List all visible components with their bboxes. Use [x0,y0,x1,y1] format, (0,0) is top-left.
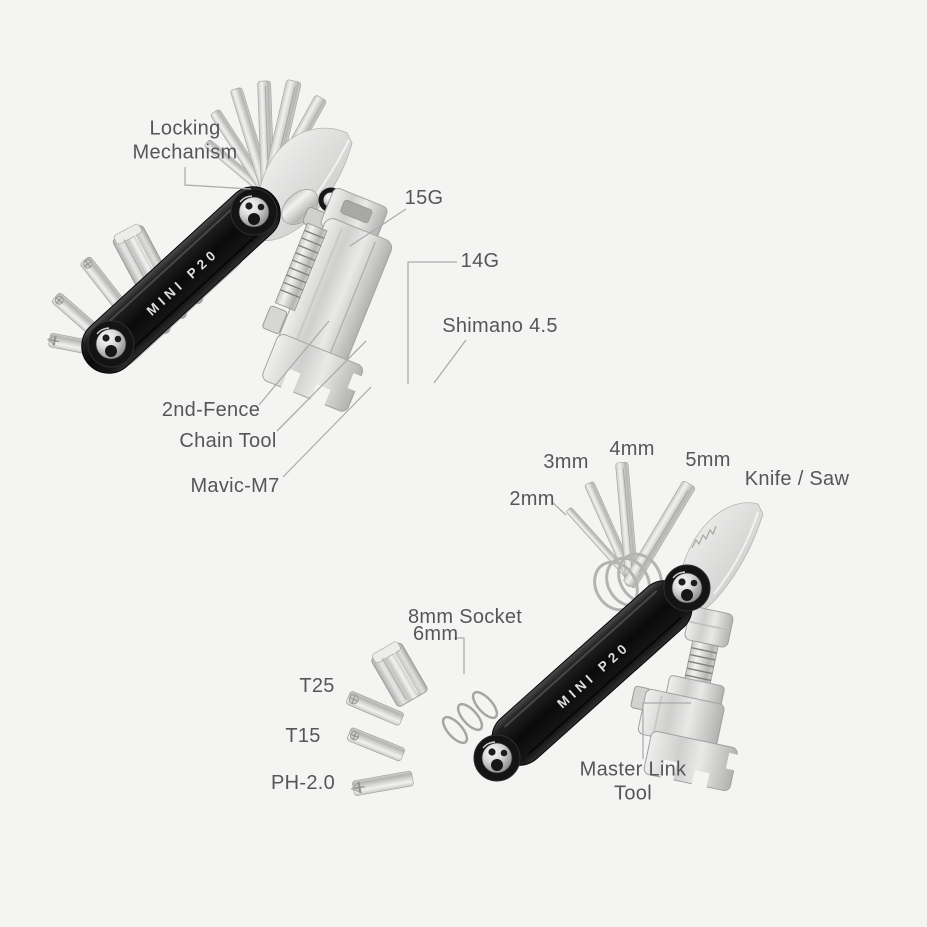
bit-t25 [346,691,404,726]
label-mavic-m7: Mavic-M7 [190,475,280,498]
leader-locking-mechanism [184,167,252,190]
label-14g: 14G [460,250,500,273]
multitool-top-view: MINI P20 [46,79,393,412]
bit-phillips [350,770,414,796]
second-fence-tab [262,305,288,334]
leader-master-link [642,702,691,759]
label-shimano: Shimano 4.5 [442,315,558,338]
leader-8mm-socket [454,637,465,674]
spoke-notch-14g [309,384,331,409]
pivot-bolt-lower [473,734,521,782]
pivot-bolt-upper [663,564,711,612]
pivot-bolt-upper [230,188,278,236]
label-8mm-socket: 8mm Socket [408,606,523,629]
pivot-bolt-lower [87,320,135,368]
leader-mavic-m7 [282,386,372,478]
leader-lines [184,167,691,759]
bit-t15 [347,727,405,762]
plate-side-notch [725,752,739,771]
leader-2nd-fence [258,320,330,406]
label-5mm: 5mm [685,449,731,472]
label-4mm: 4mm [609,438,655,461]
spoke-notch-shimano [347,373,363,392]
label-2mm: 2mm [509,488,555,511]
label-locking-mechanism: Locking Mechanism [132,117,238,163]
socket-8mm [371,641,428,707]
bit-t25 [80,256,124,308]
saw-teeth [691,525,717,549]
label-t25: T25 [299,675,335,698]
spoke-notch-15g [279,368,301,396]
label-3mm: 3mm [543,451,589,474]
leader-chain-tool [276,340,367,432]
leader-14g [407,261,457,384]
leader-15g [349,208,407,247]
label-2nd-fence: 2nd-Fence [161,399,261,422]
label-t15: T15 [285,725,321,748]
chain-tool-assembly [262,187,393,412]
label-knife-saw: Knife / Saw [744,468,850,491]
leader-2mm [552,502,567,516]
multitool-bottom-view: MINI P20 [346,461,764,796]
chain-tool-assembly [630,606,739,792]
chain-tool-threaded-screw [274,222,328,312]
label-master-link-tool: Master Link Tool [579,758,687,804]
label-ph-2-0: PH-2.0 [270,772,336,795]
label-chain-tool: Chain Tool [179,430,277,453]
master-link-notch [691,770,710,791]
master-link-notch [659,759,678,784]
leader-shimano [433,339,467,384]
label-6mm: 6mm [413,623,459,646]
label-15g: 15G [404,187,444,210]
